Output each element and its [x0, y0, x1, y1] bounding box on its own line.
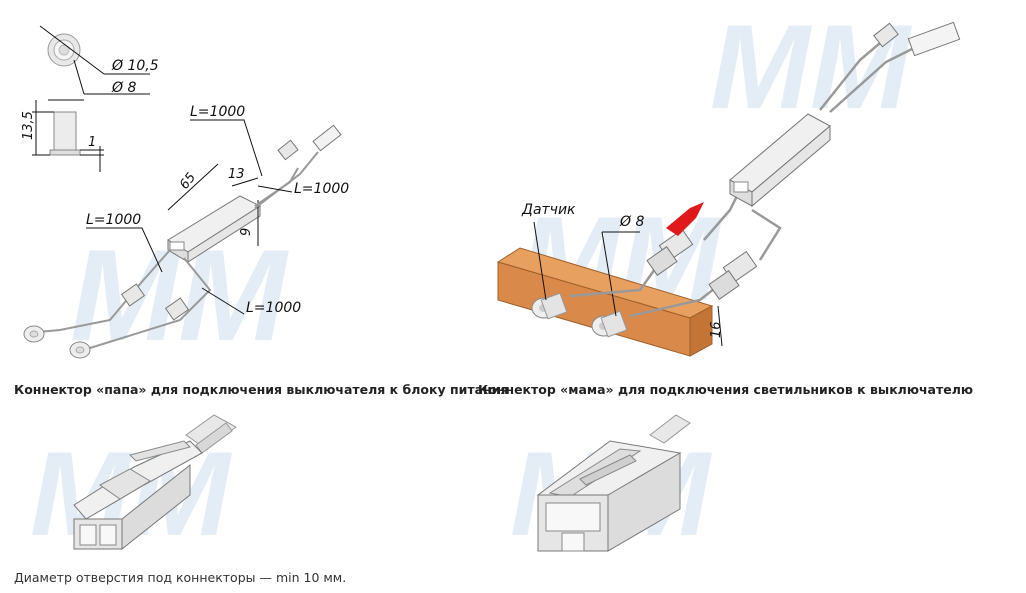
- female-connector-caption: Коннектор «мама» для подключения светиль…: [478, 382, 974, 397]
- inner-diameter-label: Ø 8: [111, 80, 136, 96]
- cable-left-label: L=1000: [86, 212, 141, 228]
- wooden-board: [496, 247, 714, 357]
- sensor-side-view: [32, 99, 104, 172]
- outer-diameter-label: Ø 10,5: [111, 58, 159, 74]
- installation-illustration: ММ ММ Датчик Ø 8 16: [496, 0, 961, 357]
- cables: [37, 151, 319, 349]
- cable-right-label: L=1000: [294, 181, 349, 197]
- connector-male: [646, 228, 694, 276]
- body-height-label: 9: [239, 228, 254, 236]
- sensor-top-view: [39, 25, 150, 95]
- cable-top-label: L=1000: [190, 104, 245, 120]
- insert-arrow-icon: [666, 202, 704, 236]
- hole-diameter-note: Диаметр отверстия под коннекторы — min 1…: [14, 570, 347, 585]
- hole-diameter-label: Ø 8: [619, 214, 644, 230]
- male-connector: [73, 414, 237, 551]
- watermark: ММ: [710, 0, 913, 134]
- cable-bottom-label: L=1000: [246, 300, 301, 316]
- switch-body: [167, 163, 262, 263]
- sensors-small: [23, 325, 91, 359]
- connector-top: [873, 21, 961, 57]
- dimension-drawing: ММ Ø 10,5 Ø 8 13,5 1 65 13 9: [21, 25, 349, 368]
- height-label: 13,5: [21, 111, 36, 140]
- connector-female: [708, 250, 758, 300]
- sensor-label: Датчик: [521, 202, 576, 218]
- switch-body: [729, 113, 831, 208]
- board-thickness-label: 16: [709, 321, 724, 338]
- body-length-label: 65: [177, 170, 199, 192]
- body-width-label: 13: [228, 167, 245, 182]
- female-connector: [536, 414, 691, 552]
- connector-pair: [120, 283, 190, 321]
- leader-lines: [86, 119, 293, 315]
- sensor-1: [531, 292, 568, 320]
- male-connector-caption: Коннектор «папа» для подключения выключа…: [14, 382, 509, 397]
- lip-label: 1: [88, 135, 96, 150]
- sensor-2: [591, 310, 628, 338]
- connector-top: [277, 124, 342, 161]
- female-connector-illustration: ММ: [510, 414, 713, 561]
- male-connector-illustration: ММ: [30, 414, 237, 561]
